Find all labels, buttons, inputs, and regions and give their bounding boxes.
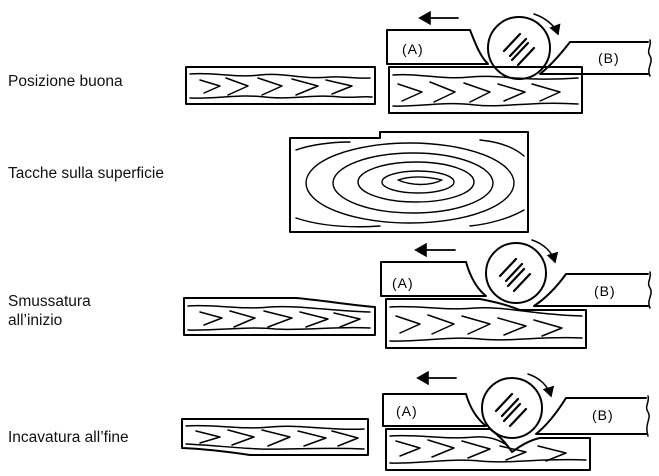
cutter-head-1: [487, 13, 561, 80]
board-left-4: [181, 418, 369, 456]
label-good-position: Posizione buona: [8, 73, 123, 90]
row-snipe-start: (A) (B): [183, 239, 652, 349]
board-right-1: [388, 66, 583, 114]
outfeed-table-3: (B): [533, 271, 652, 309]
label-a-4: (A): [396, 403, 418, 419]
infeed-table-1: (A): [386, 29, 489, 65]
label-snipe-start-line2: all’inizio: [8, 312, 63, 329]
label-snipe-end: Incavatura all’fine: [8, 429, 129, 446]
label-snipe-start-line1: Smussatura: [8, 293, 91, 310]
label-a-3: (A): [392, 275, 414, 291]
outfeed-table-1: (B): [539, 39, 652, 77]
board-left-3: [183, 297, 376, 336]
board-left-1: [185, 66, 376, 105]
cutter-head-4: [481, 373, 555, 439]
board-top-view: [289, 131, 529, 233]
label-surface-notches: Tacche sulla superficie: [8, 165, 164, 182]
label-a-1: (A): [402, 41, 424, 57]
row-surface-notches: [289, 131, 529, 233]
row-snipe-end: (A) (B): [181, 370, 650, 471]
infeed-table-4: (A): [382, 393, 487, 427]
row-good-position: (A) (B): [185, 10, 652, 114]
label-b-3: (B): [594, 283, 616, 299]
infeed-table-3: (A): [380, 261, 487, 297]
label-b-1: (B): [598, 50, 620, 66]
board-right-4: [385, 428, 591, 471]
outfeed-table-4: (B): [535, 395, 650, 437]
cutter-head-3: [485, 239, 559, 304]
board-right-3: [385, 298, 587, 349]
label-b-4: (B): [592, 407, 614, 423]
